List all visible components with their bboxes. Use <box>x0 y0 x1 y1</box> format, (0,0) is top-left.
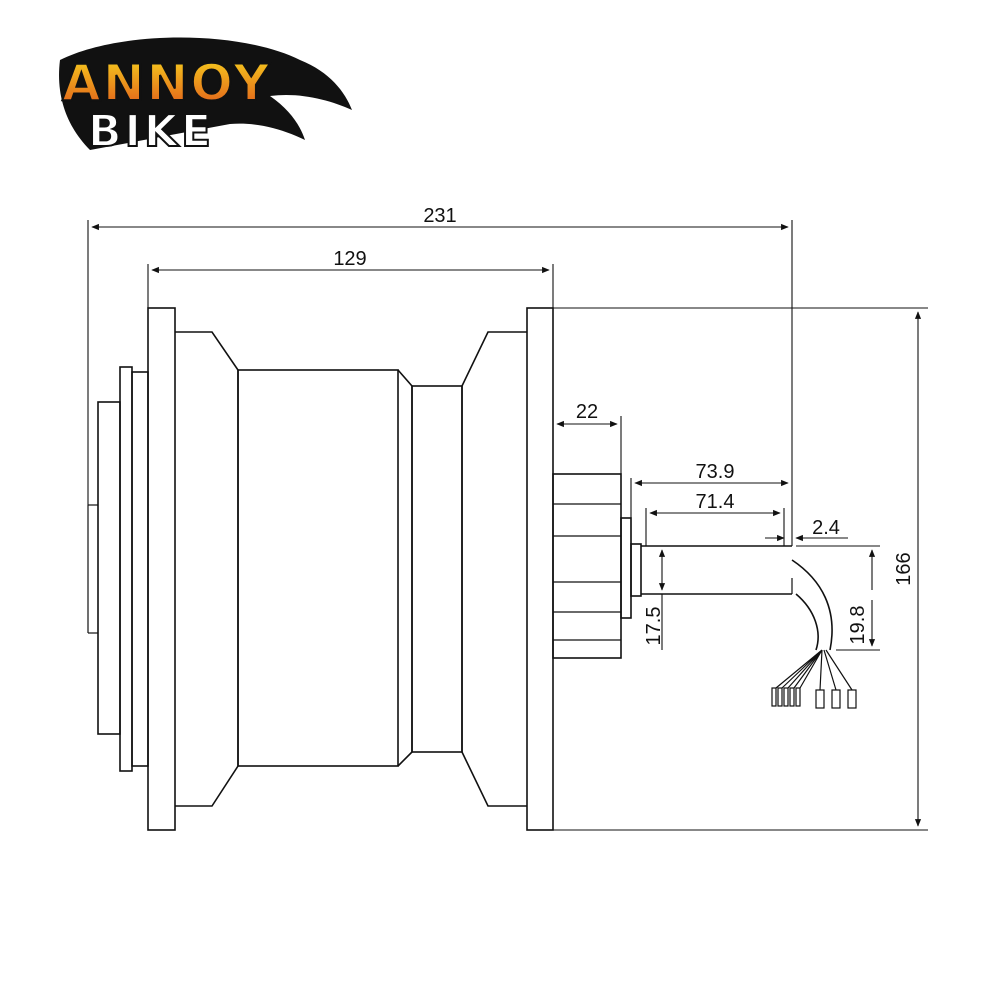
dim-spline-length: 22 <box>576 401 598 423</box>
left-ring <box>119 366 133 772</box>
spline-gear <box>552 473 622 659</box>
dim-body-length: 129 <box>333 248 366 270</box>
brand-logo: ANNOY BIKE <box>59 37 353 158</box>
dim-shaft-diameter: 17.5 <box>643 607 665 646</box>
motor-body <box>87 307 857 831</box>
left-hub <box>131 371 149 767</box>
dimension-shaft-diameter: 17.5 <box>643 549 666 650</box>
dimension-shaft-outer: 73.9 <box>630 461 789 544</box>
dimension-flange-height: 166 <box>553 307 928 831</box>
left-flange <box>147 307 176 831</box>
left-end-plate <box>97 401 121 735</box>
dimension-step: 2.4 <box>765 517 848 542</box>
dim-shaft-inner: 71.4 <box>696 491 735 513</box>
logo-swoosh <box>59 37 353 150</box>
dimension-overall: 231 <box>87 205 793 546</box>
output-shaft <box>620 517 793 619</box>
dim-step: 2.4 <box>812 517 840 539</box>
dimension-body: 129 <box>147 248 554 308</box>
dim-shaft-outer: 73.9 <box>696 461 735 483</box>
dimension-shaft-inner: 71.4 <box>645 491 785 546</box>
dimension-cable-offset: 19.8 <box>796 545 880 651</box>
logo-line1: ANNOY <box>62 54 271 112</box>
right-flange <box>526 307 554 831</box>
dim-overall-length: 231 <box>423 205 456 227</box>
stator-body <box>237 369 399 767</box>
cable <box>771 559 857 709</box>
dim-cable-offset: 19.8 <box>847 606 869 645</box>
dimension-spline: 22 <box>556 401 622 474</box>
logo-line2: BIKE <box>88 106 214 157</box>
dim-flange-height: 166 <box>893 552 915 585</box>
